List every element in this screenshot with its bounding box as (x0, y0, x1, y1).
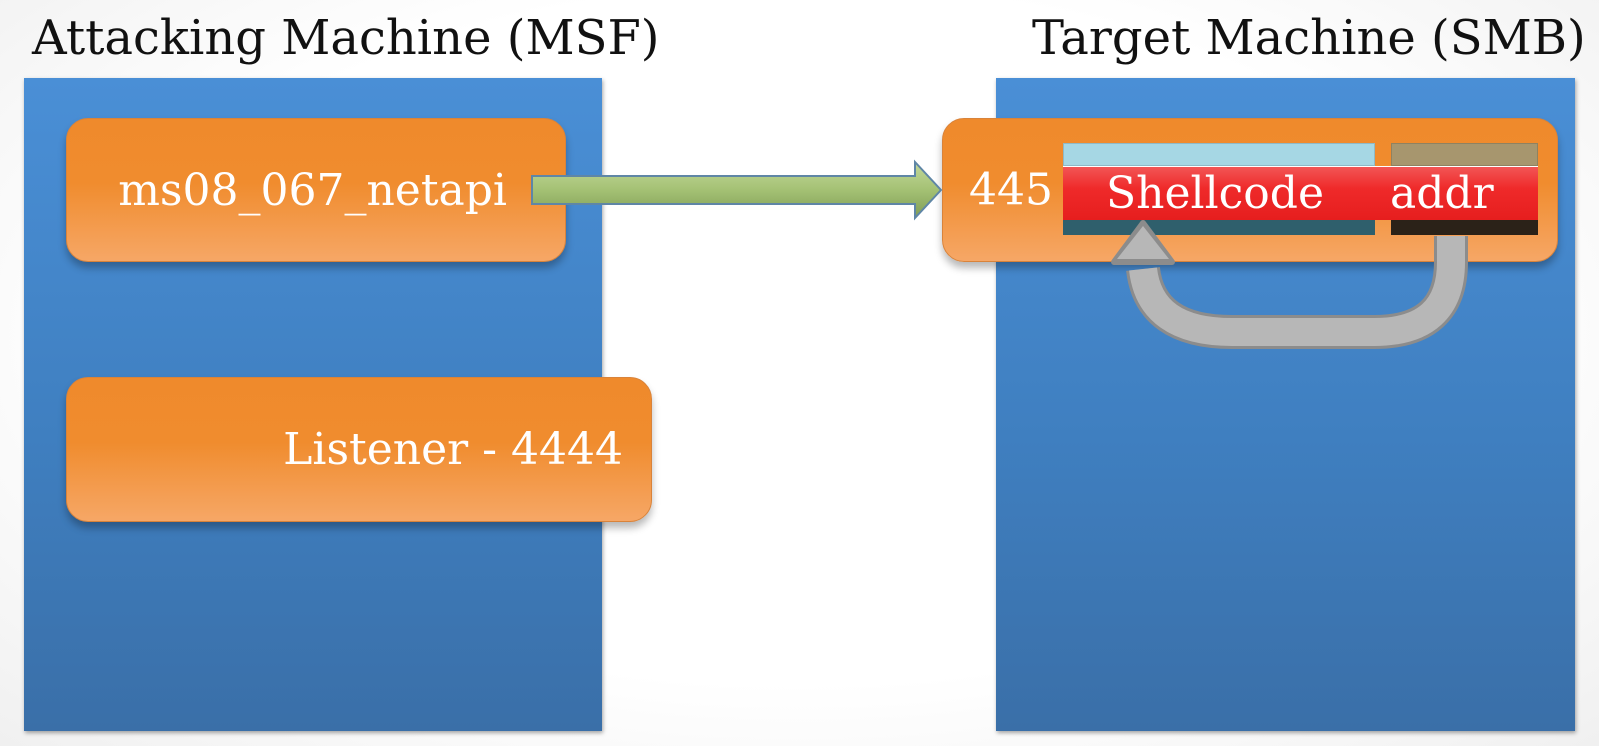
port-label: 445 (969, 164, 1053, 216)
target-machine-title: Target Machine (SMB) (1032, 10, 1586, 66)
listener-label: Listener - 4444 (283, 424, 623, 475)
shellcode-segment-top (1063, 143, 1375, 166)
addr-segment-top (1391, 143, 1538, 166)
listener-box: Listener - 4444 (66, 377, 652, 522)
attacking-machine-title: Attacking Machine (MSF) (32, 10, 660, 66)
payload-buffer: Shellcode addr (1063, 166, 1538, 220)
addr-segment-bottom (1391, 219, 1538, 235)
shellcode-label: Shellcode (1106, 168, 1325, 219)
addr-label: addr (1390, 168, 1494, 219)
exploit-module-label: ms08_067_netapi (118, 164, 507, 216)
exploit-module-box: ms08_067_netapi (66, 118, 566, 262)
shellcode-segment-bottom (1063, 219, 1375, 235)
